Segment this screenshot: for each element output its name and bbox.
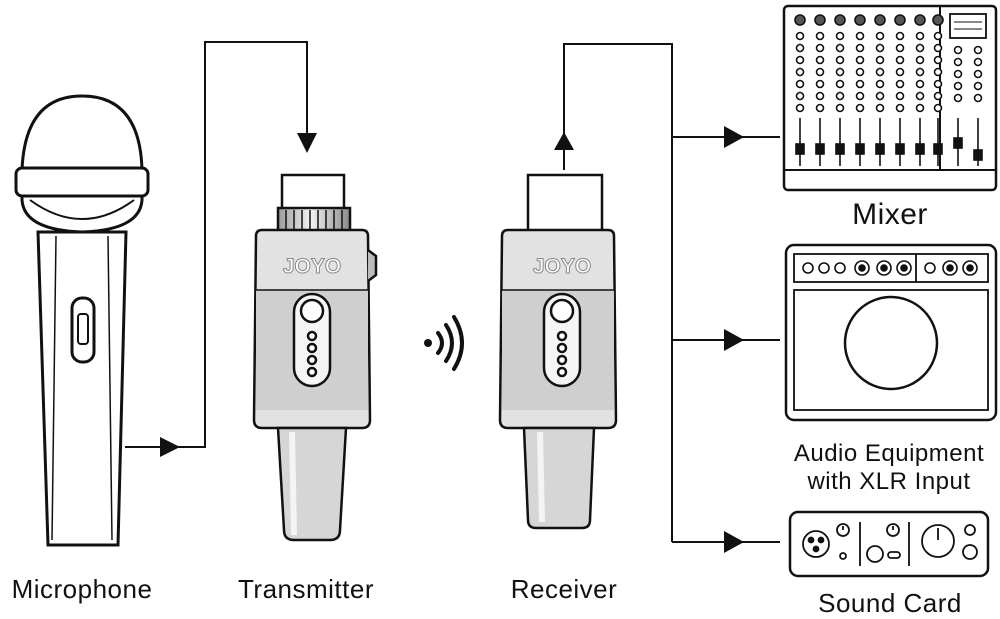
amplifier-icon bbox=[784, 243, 998, 422]
transmitter-brand: JOYO bbox=[283, 255, 341, 278]
microphone-label: Microphone bbox=[11, 574, 153, 604]
sound-card-label: Sound Card bbox=[818, 588, 962, 618]
arrowheads bbox=[160, 126, 744, 553]
mixer-icon bbox=[782, 4, 998, 192]
connection-lines bbox=[125, 41, 780, 543]
arrow-into-transmitter bbox=[297, 133, 317, 153]
arrow-to-soundcard bbox=[724, 531, 744, 553]
mixer-label: Mixer bbox=[852, 198, 928, 231]
audio-equipment-label-line1: Audio Equipment bbox=[793, 440, 985, 467]
sound-card-icon bbox=[788, 510, 990, 578]
arrow-out-receiver bbox=[554, 132, 574, 150]
wireless-signal-icon bbox=[424, 315, 464, 371]
audio-equipment-label-line2: with XLR Input bbox=[807, 468, 971, 495]
arrow-to-mixer bbox=[724, 126, 744, 148]
audio-equipment-label: Audio Equipment with XLR Input bbox=[778, 440, 1000, 496]
receiver-output-line bbox=[563, 43, 673, 542]
transmitter-label: Transmitter bbox=[238, 574, 374, 604]
receiver-device bbox=[498, 173, 618, 530]
receiver-brand: JOYO bbox=[533, 255, 591, 278]
receiver-label: Receiver bbox=[510, 574, 618, 604]
microphone-icon bbox=[14, 94, 150, 547]
transmitter-device bbox=[252, 173, 378, 542]
arrow-mic-out bbox=[160, 437, 180, 457]
arrow-to-amp bbox=[724, 329, 744, 351]
